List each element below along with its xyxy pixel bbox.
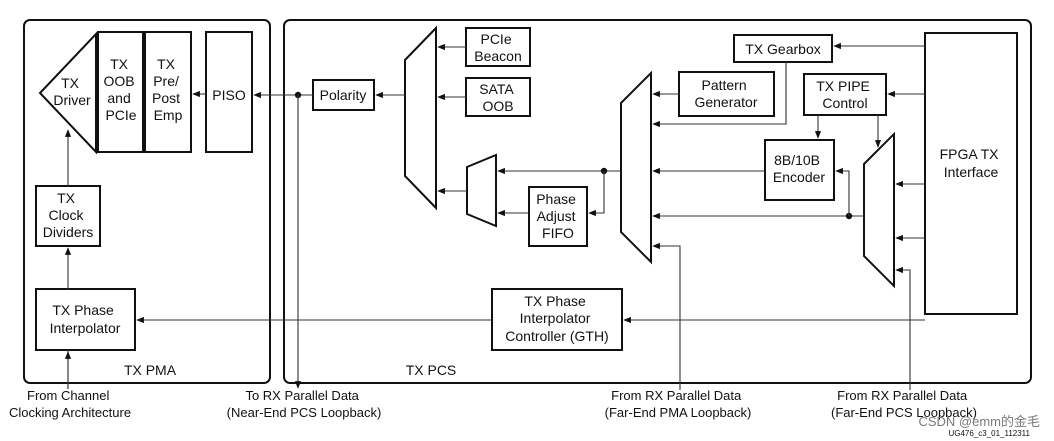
pcie-beacon-label: PCIe Beacon <box>474 31 521 64</box>
sata-oob-block <box>465 77 531 117</box>
tx-pcs-title: TX PCS <box>406 362 457 378</box>
polarity-label: Polarity <box>320 87 367 103</box>
figure-id: UG476_c3_01_112311 <box>948 429 1030 438</box>
encoder-8b10b-block <box>764 139 835 201</box>
pattern-mux <box>620 70 652 265</box>
tx-gearbox-block <box>733 34 833 63</box>
far-end-pcs-loopback-arrow <box>895 266 911 390</box>
tx-gearbox-label: TX Gearbox <box>745 41 820 57</box>
fifo-bypass-mux <box>466 153 497 228</box>
fpga-tx-interface-block <box>924 32 1018 315</box>
tx-clock-dividers-label: TX Clock Dividers <box>43 190 94 240</box>
phase-adjust-fifo-label: Phase Adjust FIFO <box>536 191 580 241</box>
piso-label: PISO <box>212 87 246 103</box>
far-end-pma-loopback-arrow <box>652 242 681 390</box>
from-rx-pma-loopback-caption: From RX Parallel Data (Far-End PMA Loopb… <box>605 388 752 420</box>
sata-oob-label: SATA OOB <box>479 81 517 114</box>
pattern-generator-block <box>678 71 775 117</box>
to-fifo-arrow <box>588 171 605 217</box>
encoder-8b10b-label: 8B/10B Encoder <box>773 152 825 185</box>
to-rx-near-end-caption: To RX Parallel Data (Near-End PCS Loopba… <box>227 388 382 420</box>
output-mux <box>404 25 437 211</box>
encoder-bypass-mux <box>863 131 895 289</box>
tx-pipe-control-block <box>803 73 887 116</box>
tx-pre-post-emp-label: TX Pre/ Post Emp <box>152 56 184 123</box>
tx-pma-title: TX PMA <box>124 362 177 378</box>
phase-adjust-fifo-block <box>528 186 588 247</box>
pi-controller-label: TX Phase Interpolator Controller (GTH) <box>505 293 608 344</box>
tx-driver-block <box>38 31 97 155</box>
tx-pre-post-emp-block <box>144 31 192 153</box>
tx-phase-interpolator-block <box>35 288 136 351</box>
piso-block <box>205 31 253 153</box>
gearbox-to-mux-arrow <box>652 62 787 128</box>
pattern-generator-label: Pattern Generator <box>694 77 757 110</box>
to-encoder-arrow <box>835 167 850 216</box>
tx-pipe-control-label: TX PIPE Control <box>816 78 874 111</box>
watermark-text: CSDN @emm的金毛 <box>918 414 1040 429</box>
tx-pcs-frame <box>283 19 1032 384</box>
tx-pma-frame <box>23 19 271 384</box>
from-rx-pcs-loopback-caption: From RX Parallel Data (Far-End PCS Loopb… <box>831 388 977 420</box>
fpga-tx-interface-label: FPGA TX Interface <box>940 146 1003 180</box>
pcie-beacon-block <box>465 27 531 67</box>
from-channel-caption: From Channel Clocking Architecture <box>9 388 131 420</box>
tx-driver-label: TX Driver <box>53 75 91 108</box>
tx-clock-dividers-block <box>35 185 101 247</box>
tx-oob-pcie-label: TX OOB and PCIe <box>103 56 138 123</box>
tx-phase-interpolator-label: TX Phase Interpolator <box>50 302 121 336</box>
tx-oob-pcie-block <box>97 31 144 153</box>
